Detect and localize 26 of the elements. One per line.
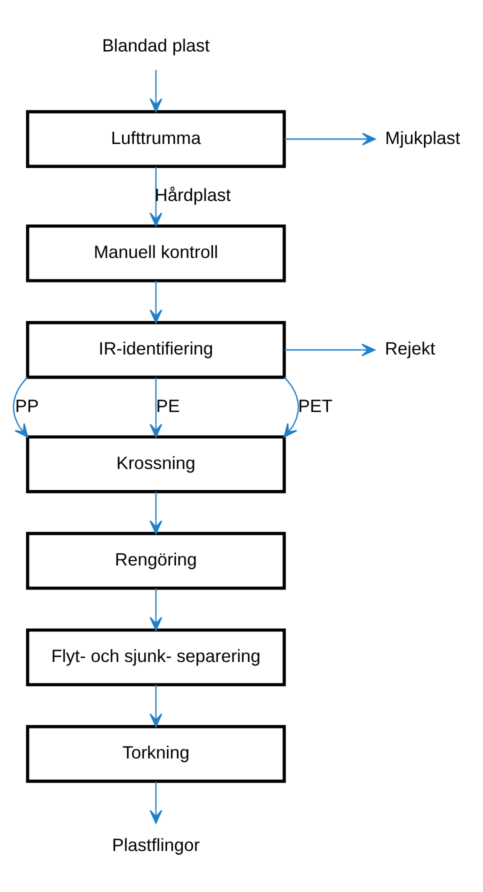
arrow [284, 376, 299, 438]
arrow [284, 343, 376, 356]
node-box: Flyt- och sjunk- separering [26, 628, 286, 686]
node-box: Krossning [26, 434, 286, 493]
node-box: Torkning [26, 724, 286, 782]
edge-label: PET [298, 395, 333, 416]
node-text: Plastflingor [112, 834, 200, 854]
arrow [150, 280, 162, 323]
arrow [150, 588, 162, 630]
node-box: Manuell kontroll [26, 224, 286, 282]
edge-label: PE [156, 395, 180, 416]
arrow [150, 491, 162, 534]
node-box: Rengöring [26, 531, 286, 590]
arrow [150, 376, 162, 438]
node-box: Lufttrumma [26, 110, 286, 168]
arrow [150, 781, 162, 824]
arrow [150, 69, 162, 112]
arrow [12, 376, 28, 438]
edge-label: PP [15, 395, 39, 416]
node-text: Blandad plast [102, 35, 210, 56]
node-text: Mjukplast [385, 127, 460, 148]
node-text: Rejekt [384, 338, 436, 358]
arrow [150, 166, 162, 226]
arrow [284, 132, 376, 145]
node-box: IR-identifiering [26, 320, 286, 378]
arrow [150, 684, 162, 727]
